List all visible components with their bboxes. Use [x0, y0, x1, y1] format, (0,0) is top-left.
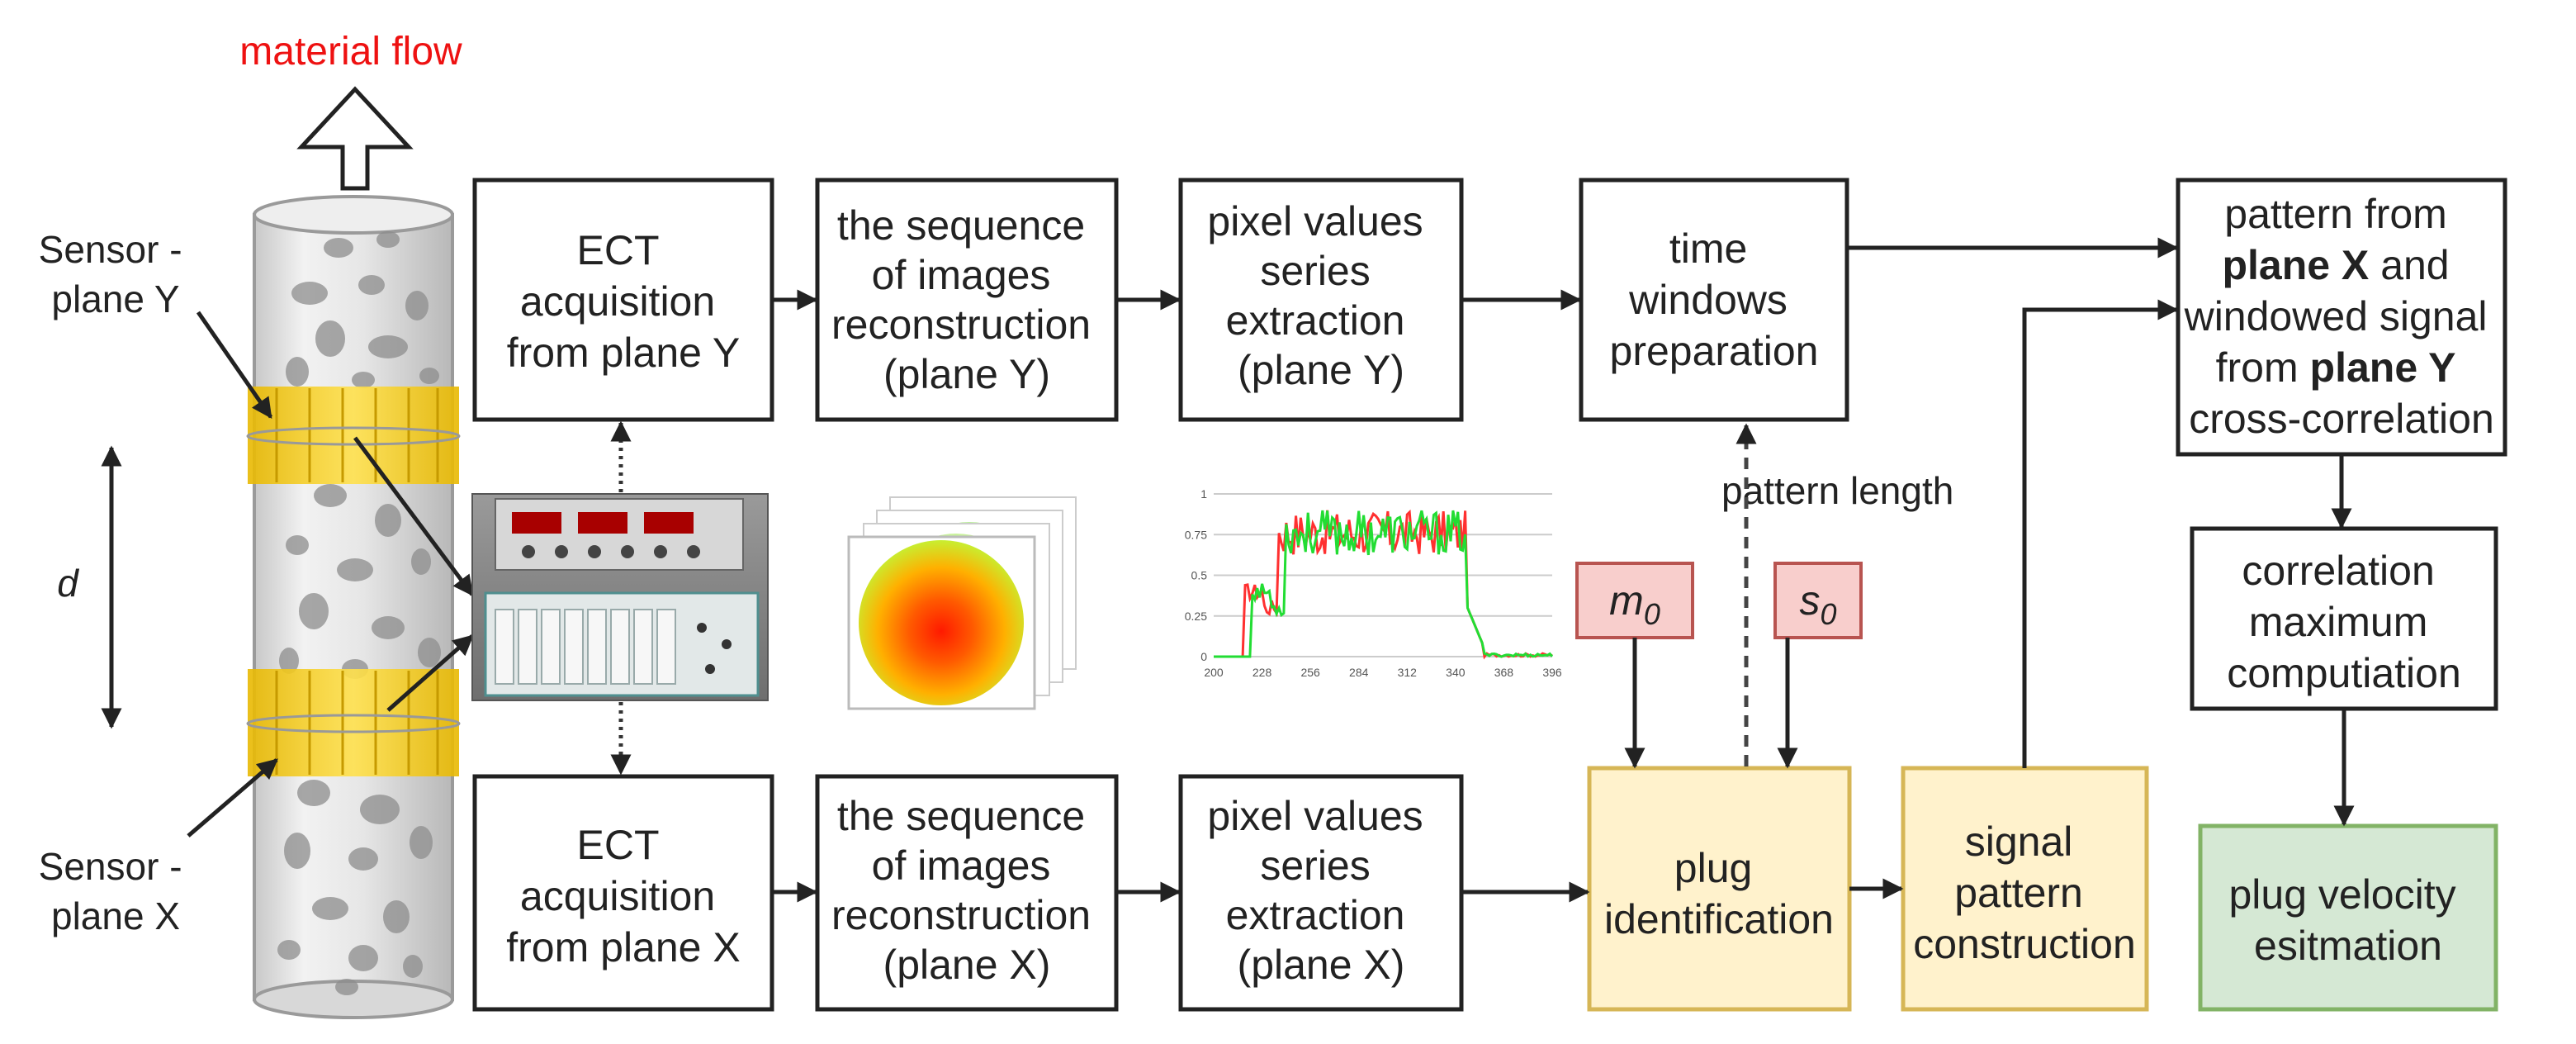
reconstructed-images-stack: [847, 496, 1077, 710]
plug-identification-box: plug identification: [1587, 766, 1852, 1012]
param-m0-box: m0: [1575, 562, 1694, 639]
plot-x-tick-label: 200: [1204, 666, 1224, 679]
plot-y-tick-label: 0.5: [1191, 569, 1208, 582]
cross-correlation-box: pattern from plane X and windowed signal…: [2176, 178, 2507, 457]
sensor-x-cable: [386, 634, 474, 712]
plot-x-tick-label: 340: [1446, 666, 1466, 679]
pixel-extraction-plane-y-box: pixel values series extraction (plane Y): [1178, 178, 1464, 422]
plot-y-tick-label: 0.25: [1185, 610, 1207, 623]
reconstruction-plane-y-text: the sequence of images reconstruction (p…: [831, 202, 1102, 397]
connectors: [610, 237, 2355, 903]
reconstruction-plane-y-box: the sequence of images reconstruction (p…: [815, 178, 1119, 422]
plot-y-tick-label: 1: [1200, 487, 1207, 501]
material-flow-label: material flow: [239, 30, 462, 74]
correlation-maximum-text: correlation maximum computiation: [2227, 548, 2461, 696]
pixel-extraction-plane-y-text: pixel values series extraction (plane Y): [1207, 198, 1434, 393]
svg-text:m0: m0: [1609, 577, 1660, 631]
signal-pattern-construction-text: signal pattern construction: [1913, 819, 2136, 967]
cross-correlation-text: pattern from plane X and windowed signal…: [2184, 191, 2499, 442]
signal-pattern-construction-box: signal pattern construction: [1901, 766, 2149, 1012]
sensor-plane-x-label: Sensor - plane X: [39, 845, 193, 937]
plot-y-tick-label: 0.75: [1185, 528, 1207, 541]
material-flow-arrow-icon: [296, 86, 414, 191]
distance-label: d: [57, 562, 79, 605]
plot-x-tick-label: 312: [1398, 666, 1418, 679]
granular-material: [277, 231, 441, 995]
param-s0-box: s0: [1773, 562, 1863, 639]
pipe-illustration: [246, 195, 461, 1019]
pixel-extraction-plane-x-box: pixel values series extraction (plane X): [1178, 774, 1464, 1012]
plot-x-tick-label: 256: [1300, 666, 1320, 679]
sensor-ring-plane-x: [246, 669, 461, 776]
reconstruction-plane-x-box: the sequence of images reconstruction (p…: [815, 774, 1119, 1012]
ect-acquisition-plane-y-box: ECT acquisition from plane Y: [472, 178, 774, 422]
sensor-ring-plane-y: [246, 387, 461, 484]
plug-identification-text: plug identification: [1604, 845, 1834, 942]
ect-device-photo: [471, 493, 769, 701]
ect-acquisition-plane-x-box: ECT acquisition from plane X: [472, 774, 774, 1012]
svg-text:s0: s0: [1799, 577, 1836, 631]
sensor-y-cable: [353, 436, 475, 597]
plug-velocity-estimation-text: plug velocity esitmation: [2228, 871, 2467, 969]
ect-acquisition-plane-y-text: ECT acquisition from plane Y: [507, 227, 741, 376]
plot-x-tick-label: 284: [1349, 666, 1369, 679]
pattern-length-label: pattern length: [1721, 469, 1953, 512]
reconstruction-plane-x-text: the sequence of images reconstruction (p…: [831, 793, 1102, 988]
sensor-plane-x-pointer: [187, 758, 278, 838]
correlation-maximum-box: correlation maximum computiation: [2190, 526, 2498, 711]
time-windows-preparation-box: time windows preparation: [1579, 178, 1849, 422]
pixel-series-plot: 1 0.75 0.5 0.25 0 200 228 256 284 312 340 368 396: [1185, 487, 1562, 679]
pixel-extraction-plane-x-text: pixel values series extraction (plane X): [1207, 793, 1434, 988]
plot-x-tick-label: 368: [1494, 666, 1514, 679]
sensor-plane-y-pointer: [196, 311, 273, 420]
plot-x-tick-label: 228: [1252, 666, 1272, 679]
plot-x-tick-label: 396: [1542, 666, 1562, 679]
plug-velocity-estimation-box: plug velocity esitmation: [2198, 823, 2498, 1012]
sensor-plane-y-label: Sensor - plane Y: [39, 228, 193, 320]
time-windows-preparation-text: time windows preparation: [1610, 225, 1819, 374]
ect-acquisition-plane-x-text: ECT acquisition from plane X: [506, 822, 740, 970]
plot-y-tick-label: 0: [1200, 650, 1207, 663]
